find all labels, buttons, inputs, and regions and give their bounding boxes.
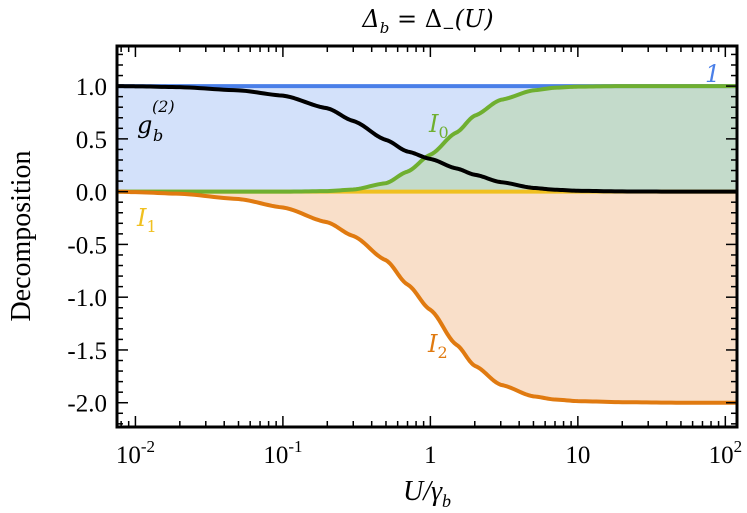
label-g2: g [137, 111, 152, 139]
x-tick-label: 10-1 [263, 437, 302, 469]
series-lines [117, 84, 737, 405]
axis-ticks [117, 46, 737, 427]
area-fills [117, 86, 737, 403]
x-tick-labels: 10-2 10-1 1 10 102 [116, 437, 742, 469]
label-I1: I1 [136, 204, 157, 236]
area-I2 [117, 191, 737, 403]
y-tick-label: -1.0 [67, 285, 107, 312]
line-g2 [117, 84, 737, 194]
y-tick-label: 1.0 [76, 74, 107, 101]
x-tick-label: 1 [424, 442, 437, 469]
y-tick-label: -2.0 [67, 391, 107, 418]
x-tick-label: 102 [709, 437, 743, 469]
y-tick-label: -1.5 [67, 338, 107, 365]
x-tick-label: 10 [565, 442, 590, 469]
y-tick-label: -0.5 [67, 232, 107, 259]
y-tick-label: 0.0 [76, 180, 107, 207]
label-I0: I0 [428, 110, 449, 142]
y-axis-label: Decomposition [6, 150, 37, 321]
label-I2: I2 [427, 330, 448, 362]
label-g2-sup: (2) [152, 97, 175, 116]
area-I0 [117, 86, 737, 192]
line-I0 [117, 84, 737, 194]
x-axis-label: U/γb [403, 476, 451, 511]
chart-title: Δb = Δ−(U) [361, 5, 493, 37]
line-I2 [117, 189, 737, 405]
label-g2-sub: b [153, 126, 163, 145]
y-tick-label: 0.5 [76, 127, 107, 154]
label-one: 1 [705, 60, 720, 88]
plot-frame [115, 44, 739, 429]
y-tick-labels: 1.0 0.5 0.0 -0.5 -1.0 -1.5 -2.0 [67, 74, 107, 418]
x-tick-label: 10-2 [116, 437, 155, 469]
